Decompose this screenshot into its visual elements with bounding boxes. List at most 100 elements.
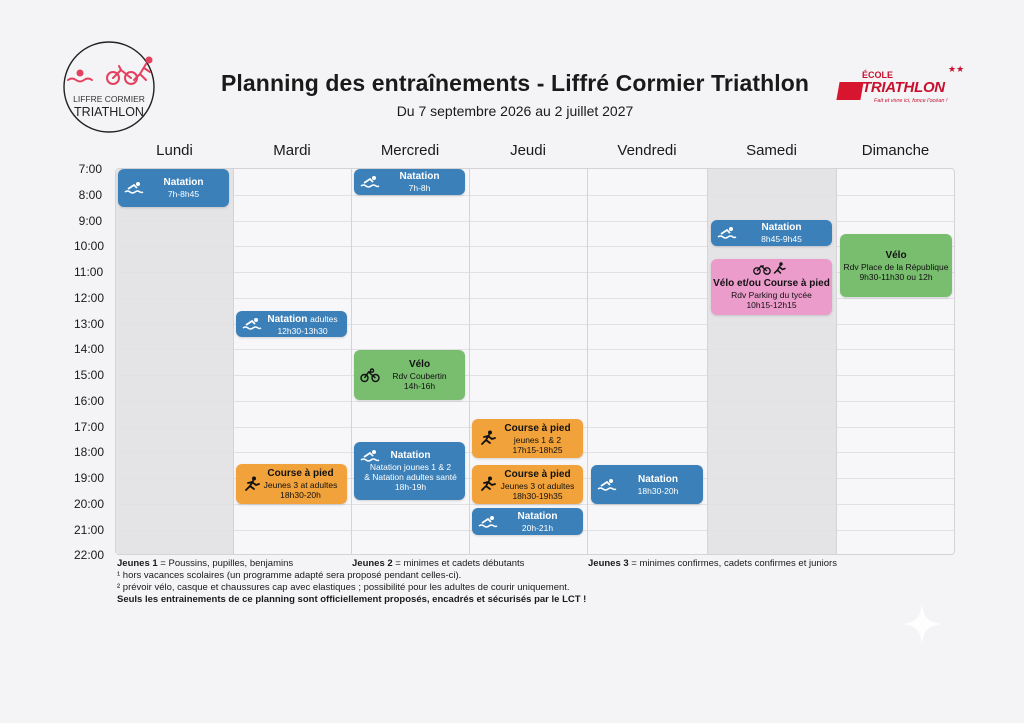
event-title-suffix: adultes: [310, 313, 338, 324]
event-line: Jeunes 3 ot adultes: [500, 480, 575, 491]
event-title: Natation: [638, 473, 678, 485]
column-divider: [233, 169, 234, 554]
column-divider: [587, 169, 588, 554]
event-title: Course à pied: [267, 468, 334, 479]
event-time: 12h30-13h30: [277, 325, 328, 336]
run-icon: [245, 476, 260, 491]
event-title: Course à pied: [504, 422, 571, 434]
flag-shape: [836, 82, 864, 100]
swim-icon: [478, 516, 498, 528]
day-header-vendredi: Vendredi: [617, 142, 677, 159]
column-divider: [351, 169, 352, 554]
event-time: 8h45-9h45: [761, 234, 802, 244]
event-time: 20h-21h: [521, 522, 554, 533]
day-header-mardi: Mardi: [273, 142, 311, 159]
hour-gridline: [116, 272, 954, 273]
club-logo-line1: LIFFRE CORMIER: [73, 94, 145, 104]
event-line: jeunes 1 & 2: [513, 434, 562, 445]
time-label: 9:00: [78, 214, 102, 228]
event-time: 18h30-20h: [637, 485, 679, 496]
time-label: 22:00: [74, 548, 105, 562]
event-line: & Natation adultes santé: [364, 472, 457, 482]
column-shade-lundi: [116, 169, 233, 554]
day-header-samedi: Samedi: [746, 142, 797, 159]
logo-triathlon-text: TRIATHLON: [862, 79, 945, 96]
hour-gridline: [116, 221, 954, 222]
hour-gridline: [116, 246, 954, 247]
logo-ecole-text: ÉCOLE: [862, 70, 894, 80]
swim-icon: [242, 318, 262, 330]
swim-icon: [360, 176, 380, 188]
swim-icon: [124, 182, 144, 194]
sparkle-icon: [902, 604, 942, 644]
hour-gridline: [116, 504, 954, 505]
legend-jeunes-1: Jeunes 1 = Poussins, pupilles, benjamins: [117, 558, 294, 569]
event-line: Rdv Coubertin: [392, 371, 447, 381]
event-line: Jeunes 3 at adultes: [263, 480, 338, 490]
event-title: Vélo et/ou Course à pied: [713, 278, 830, 289]
event-title: Vélo: [885, 249, 907, 261]
hour-gridline: [116, 298, 954, 299]
bike-run-icon: [753, 262, 786, 275]
column-divider: [469, 169, 470, 554]
page-subtitle: Du 7 septembre 2026 au 2 juillet 2027: [396, 103, 634, 119]
event-title: Natation: [267, 313, 308, 325]
footnote-3: Seuls les entrainements de ce planning s…: [117, 594, 587, 605]
event-line: Natation jounes 1 & 2: [369, 462, 452, 472]
time-label: 19:00: [74, 471, 105, 485]
event-title: Natation: [399, 171, 440, 182]
legend-jeunes-2: Jeunes 2 = minimes et cadets débutants: [352, 558, 525, 569]
event-time: 14h-16h: [403, 381, 436, 391]
time-label: 13:00: [74, 317, 105, 331]
event-time: 17h15-18h25: [512, 444, 563, 455]
time-label: 7:00: [78, 162, 102, 176]
event-time: 10h15-12h15: [746, 300, 797, 310]
column-divider: [707, 169, 708, 554]
stars-icon: ★★: [948, 64, 965, 74]
event-time: 18h-19h: [394, 482, 427, 492]
page-title: Planning des entraînements - Liffré Corm…: [220, 70, 810, 96]
event-title: Vélo: [408, 359, 431, 370]
event-time: 9h30-11h30 ou 12h: [859, 271, 933, 282]
event-title: Course à pied: [504, 468, 571, 480]
day-header-dimanche: Dimanche: [861, 142, 930, 159]
hour-gridline: [116, 375, 954, 376]
event-time: 7h-8h45: [167, 189, 200, 199]
event-title: Natation: [517, 510, 558, 522]
club-logo: LIFFRE CORMIER TRIATHLON: [60, 40, 158, 134]
time-label: 17:00: [74, 420, 105, 434]
swim-icon: [597, 479, 617, 491]
column-divider: [836, 169, 837, 554]
event-time: 18h30-20h: [280, 490, 321, 500]
time-label: 12:00: [74, 291, 105, 305]
time-label: 15:00: [74, 368, 105, 382]
event-time: 7h-8h: [408, 183, 431, 193]
event-title: Natation: [761, 222, 802, 233]
event-line: Rdv Parking du tycée: [731, 290, 812, 300]
event-title: Natation: [163, 177, 204, 188]
event-time: 18h30-19h35: [512, 490, 563, 501]
hour-gridline: [116, 195, 954, 196]
ecole-triathlon-logo: ÉCOLE TRIATHLON Fait et vivre ici, fonce…: [836, 64, 966, 114]
footnote-2: ² prévoir vélo, casque et chaussures cap…: [117, 582, 570, 593]
hour-gridline: [116, 349, 954, 350]
time-label: 11:00: [74, 265, 104, 279]
time-label: 14:00: [74, 342, 105, 356]
time-label: 18:00: [74, 445, 105, 459]
time-label: 10:00: [74, 239, 105, 253]
bike-icon: [360, 368, 380, 383]
footnote-1: ¹ hors vacances scolaires (un programme …: [117, 570, 462, 581]
